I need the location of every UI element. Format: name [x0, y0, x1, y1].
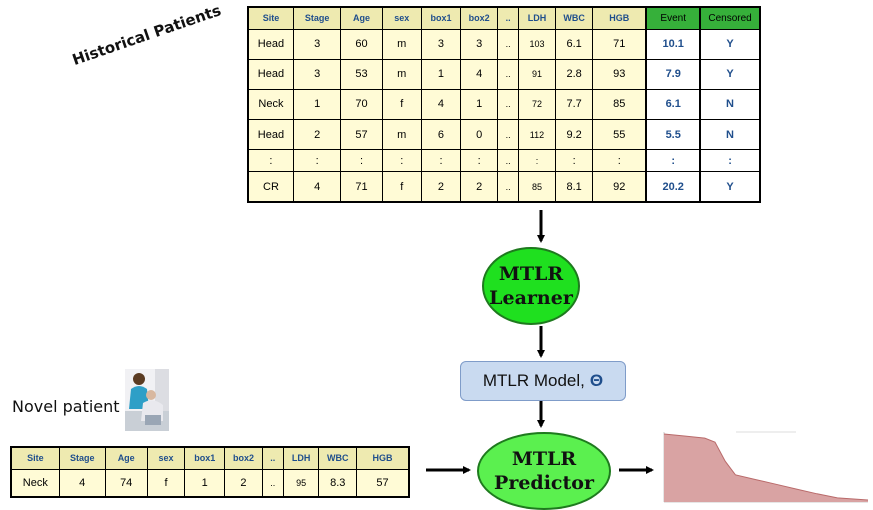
historical-cell: m: [381, 119, 422, 151]
novel-header-cell: WBC: [318, 446, 358, 470]
novel-cell: Neck: [10, 468, 60, 498]
historical-cell: f: [381, 88, 422, 121]
historical-cell: 10.1: [645, 28, 701, 60]
patient-photo: [125, 369, 169, 431]
novel-cell: 8.3: [318, 468, 358, 498]
historical-cell: 2.8: [555, 58, 594, 90]
historical-cell: 71: [340, 171, 383, 203]
predictor-line1: MTLR: [511, 448, 577, 470]
novel-header-cell: Site: [10, 446, 60, 470]
model-label: MTLR Model,: [482, 371, 585, 390]
historical-cell: 2: [420, 171, 462, 203]
historical-cell: 9.2: [555, 119, 594, 151]
historical-header-cell: WBC: [555, 6, 594, 30]
novel-header-cell: ..: [261, 446, 284, 470]
novel-cell: 4: [58, 468, 106, 498]
historical-cell: 8.1: [555, 171, 594, 203]
historical-header-cell: box1: [420, 6, 462, 30]
historical-cell: 7.7: [555, 88, 594, 121]
novel-cell: 57: [356, 468, 410, 498]
historical-header-cell: Site: [247, 6, 294, 30]
predictor-line2: Predictor: [494, 472, 594, 494]
novel-header-cell: LDH: [282, 446, 320, 470]
historical-cell: 2: [292, 119, 342, 151]
historical-cell: 6.1: [555, 28, 594, 60]
novel-cell: ..: [261, 468, 284, 498]
learner-line2: Learner: [489, 287, 573, 309]
theta-symbol: Θ: [589, 371, 604, 390]
novel-cell: f: [146, 468, 186, 498]
historical-cell: 1: [292, 88, 342, 121]
historical-cell: 4: [292, 171, 342, 203]
novel-header-cell: box2: [224, 446, 263, 470]
historical-cell: 3: [460, 28, 499, 60]
historical-header-cell: Censored: [699, 6, 761, 30]
historical-cell: 85: [517, 171, 557, 203]
historical-header-cell: Age: [340, 6, 383, 30]
historical-cell: 20.2: [645, 171, 701, 203]
historical-cell: 57: [340, 119, 383, 151]
historical-row: ::::::..:::::: [247, 149, 761, 173]
historical-cell: 5.5: [645, 119, 701, 151]
novel-patient-label: Novel patient: [12, 397, 120, 416]
survival-curve-chart: [663, 431, 869, 503]
historical-cell: :: [292, 149, 342, 173]
historical-cell: Y: [699, 171, 761, 203]
novel-header-cell: Stage: [58, 446, 106, 470]
novel-cell: 1: [184, 468, 226, 498]
historical-cell: 70: [340, 88, 383, 121]
historical-cell: 53: [340, 58, 383, 90]
historical-cell: 92: [592, 171, 647, 203]
novel-cell: 2: [224, 468, 263, 498]
historical-header-cell: sex: [381, 6, 422, 30]
mtlr-learner-node: MTLR Learner: [482, 247, 580, 325]
historical-cell: ..: [497, 171, 519, 203]
historical-cell: N: [699, 88, 761, 121]
historical-cell: 60: [340, 28, 383, 60]
novel-cell: 74: [104, 468, 148, 498]
mtlr-model-box: MTLR Model, Θ: [460, 361, 626, 401]
survival-curve-area: [664, 434, 868, 502]
historical-cell: 93: [592, 58, 647, 90]
historical-cell: 72: [517, 88, 557, 121]
historical-cell: 6: [420, 119, 462, 151]
historical-cell: 2: [460, 171, 499, 203]
historical-cell: 7.9: [645, 58, 701, 90]
novel-header-cell: HGB: [356, 446, 410, 470]
historical-header-cell: Event: [645, 6, 701, 30]
novel-header-cell: box1: [184, 446, 226, 470]
historical-cell: N: [699, 119, 761, 151]
historical-header-cell: box2: [460, 6, 499, 30]
historical-header-cell: Stage: [292, 6, 342, 30]
historical-cell: f: [381, 171, 422, 203]
historical-cell: Y: [699, 28, 761, 60]
historical-cell: 91: [517, 58, 557, 90]
historical-header-cell: HGB: [592, 6, 647, 30]
historical-cell: 4: [420, 88, 462, 121]
historical-cell: CR: [247, 171, 294, 203]
survival-curve-line: [663, 433, 869, 501]
mtlr-predictor-node: MTLR Predictor: [477, 432, 611, 510]
learner-line1: MTLR: [498, 263, 564, 285]
historical-cell: m: [381, 58, 422, 90]
historical-header-cell: LDH: [517, 6, 557, 30]
